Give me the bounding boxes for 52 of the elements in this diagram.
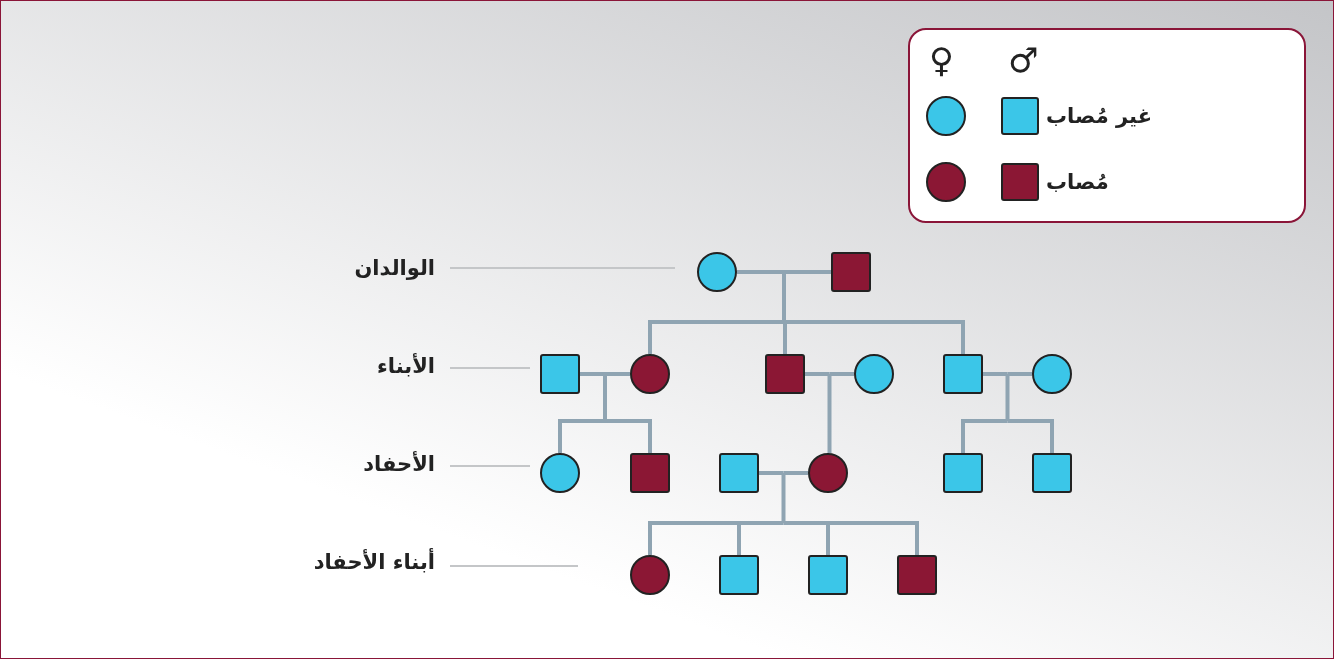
generation-label: الأبناء [377, 352, 435, 380]
couple-line [759, 471, 784, 475]
child-line [961, 419, 965, 453]
male-square [719, 453, 759, 493]
child-line [648, 521, 652, 555]
couple-line [1007, 372, 1032, 376]
sex-symbol: ♂ [1008, 40, 1039, 80]
couple-line [605, 372, 630, 376]
couple-line [784, 270, 831, 274]
male-square [831, 252, 871, 292]
sibship-line [963, 419, 1008, 423]
child-line [1050, 419, 1054, 453]
male-square [719, 555, 759, 595]
couple-line [580, 372, 605, 376]
sibship-line [739, 521, 784, 525]
sibship-line [605, 419, 650, 423]
generation-label: أبناء الأحفاد [313, 547, 435, 576]
descent-line [1005, 374, 1010, 421]
child-line [558, 419, 562, 453]
child-line [915, 521, 919, 555]
sibship-line [560, 419, 605, 423]
male-square [808, 555, 848, 595]
couple-line [783, 471, 808, 475]
male-square [943, 453, 983, 493]
sibship-line [650, 521, 739, 525]
male-square [540, 354, 580, 394]
descent-line [827, 374, 832, 453]
couple-line [737, 270, 784, 274]
child-line [961, 320, 965, 354]
male-square [943, 354, 983, 394]
male-square [765, 354, 805, 394]
child-line [648, 320, 652, 354]
generation-label: الوالدان [354, 255, 435, 282]
child-line [648, 419, 652, 453]
couple-line [983, 372, 1008, 376]
sibship-line [783, 521, 828, 525]
descent-line [781, 473, 786, 523]
male-square [1032, 453, 1072, 493]
male-square [630, 453, 670, 493]
legend-label: غير مُصاب [1046, 103, 1152, 130]
couple-line [829, 372, 854, 376]
generation-label: الأحفاد [363, 450, 435, 478]
sex-symbol: ♀ [929, 40, 954, 80]
couple-line [805, 372, 830, 376]
legend-label: مُصاب [1046, 169, 1109, 196]
sibship-line [784, 320, 963, 324]
descent-line [782, 272, 786, 322]
descent-line [603, 374, 607, 421]
sibship-line [650, 320, 784, 324]
male-square [897, 555, 937, 595]
sibship-line [1007, 419, 1052, 423]
sibship-line [828, 521, 917, 525]
